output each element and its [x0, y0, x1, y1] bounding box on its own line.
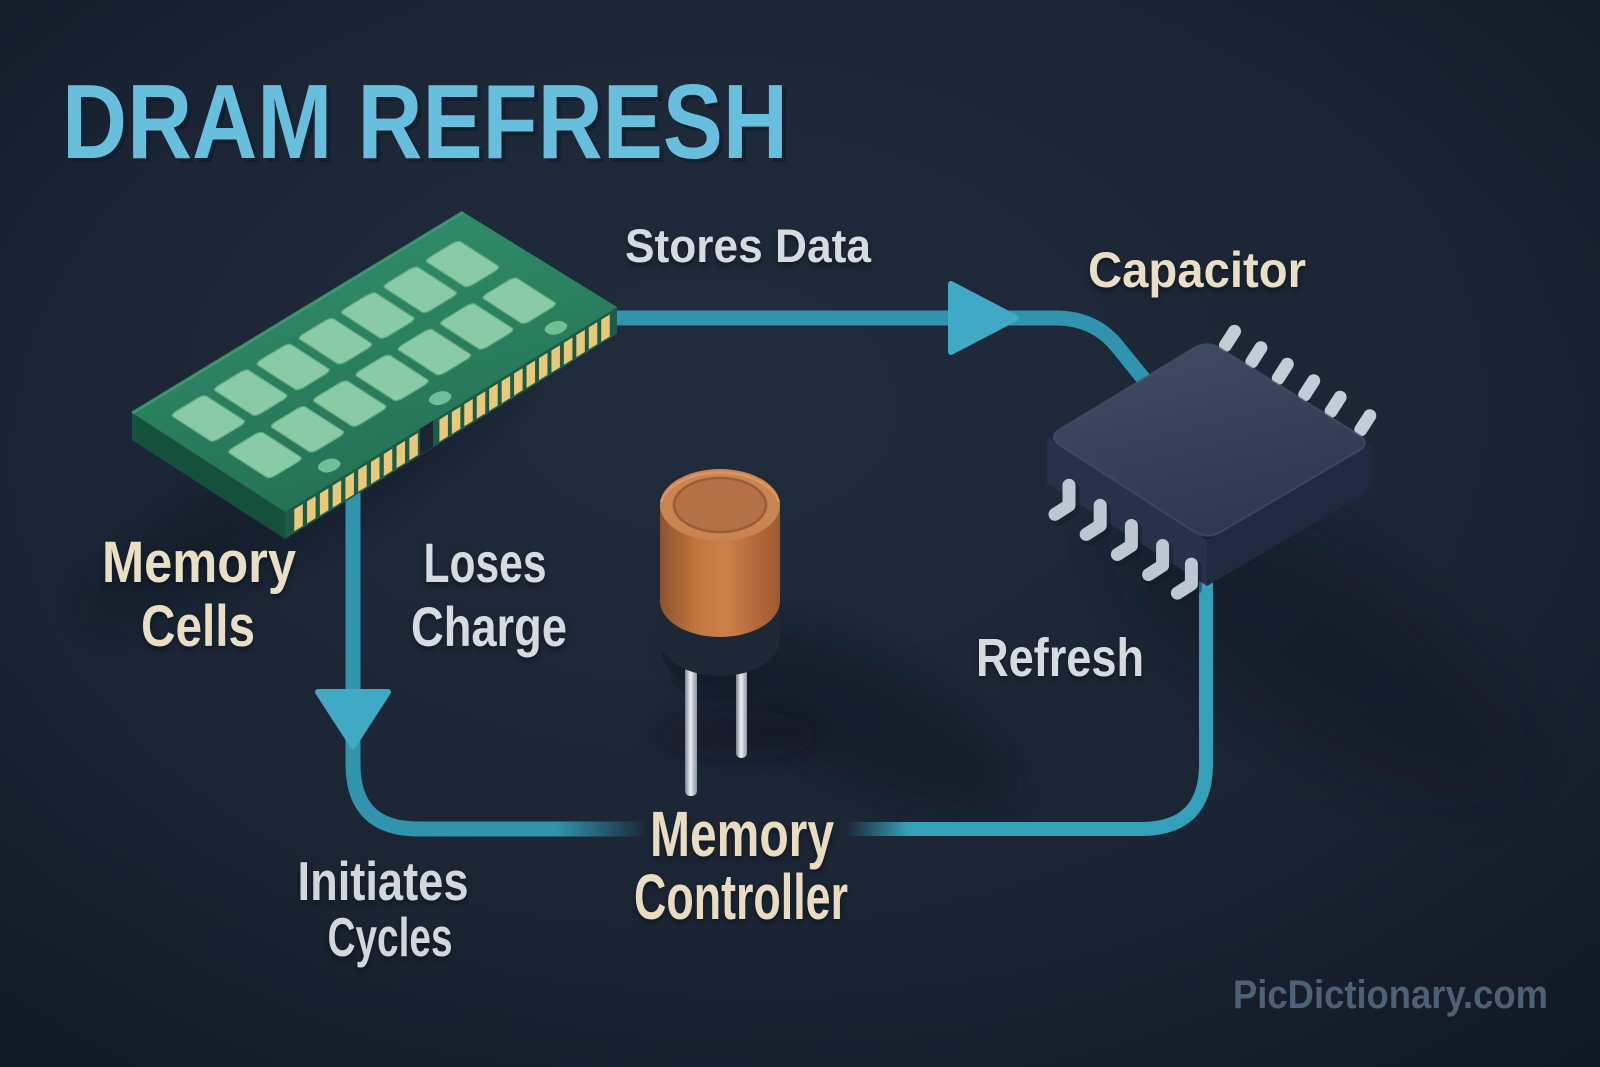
label-memory-cells-line2: Cells — [141, 594, 255, 659]
ram-memory-chips — [170, 240, 582, 495]
cycle-flow-lines — [315, 281, 1213, 837]
chip-legs-back — [1219, 324, 1377, 437]
chip-illustration — [1047, 324, 1377, 605]
capacitor-body — [660, 505, 780, 637]
page-title: DRAM REFRESH — [62, 63, 788, 181]
label-loses-charge-line2: Charge — [411, 595, 567, 658]
capacitor-leg-left — [685, 636, 697, 796]
label-loses-charge-line1: Loses — [424, 531, 547, 594]
ram-module-illustration — [132, 212, 617, 539]
labels-layer: DRAM REFRESH Stores Data Capacitor Memor… — [62, 63, 1548, 1017]
arrowhead-right-icon — [948, 281, 1019, 355]
ram-edge-highlight — [131, 210, 464, 415]
ram-side-left — [132, 413, 285, 539]
label-memory-cells-line1: Memory — [102, 530, 296, 595]
label-initiates-cycles-line2: Cycles — [328, 906, 453, 968]
label-initiates-cycles-line1: Initiates — [298, 850, 469, 912]
ram-gold-pins — [294, 314, 610, 532]
ram-pin-notch — [420, 418, 433, 455]
label-capacitor: Capacitor — [1088, 242, 1306, 298]
chip-side-right — [1207, 443, 1372, 586]
flow-line-refresh — [846, 556, 1213, 836]
flow-line-loses-charge — [345, 428, 648, 837]
label-refresh: Refresh — [976, 628, 1144, 688]
chip-legs-front — [1048, 478, 1202, 605]
flow-line-stores-data — [596, 310, 1178, 419]
chip-body-top — [1052, 343, 1367, 537]
capacitor-top-inner — [672, 476, 768, 534]
capacitor-illustration — [659, 469, 781, 796]
capacitor-rim-highlight — [659, 471, 781, 503]
label-stores-data: Stores Data — [625, 219, 872, 272]
label-memory-controller-line2: Controller — [634, 861, 848, 933]
arrowhead-down-icon — [315, 689, 391, 749]
label-memory-controller-line1: Memory — [650, 798, 834, 870]
watermark: PicDictionary.com — [1233, 973, 1548, 1017]
